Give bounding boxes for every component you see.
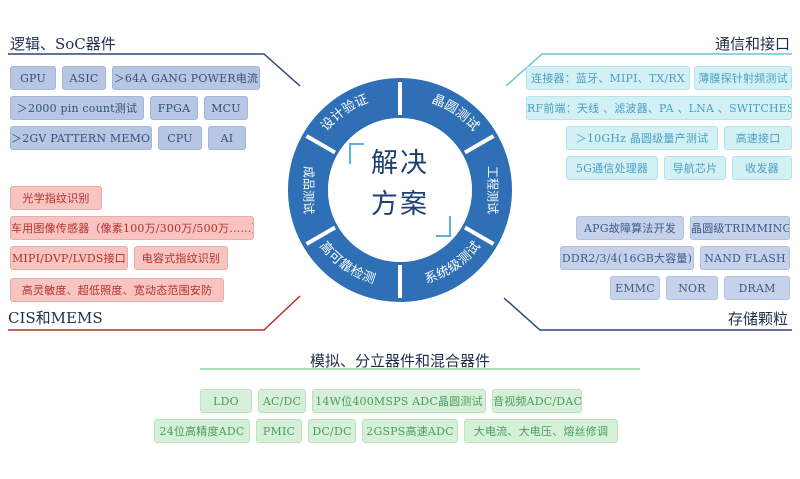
tag-dram: DRAM xyxy=(724,276,790,300)
tag-navigation-chip: 导航芯片 xyxy=(664,156,726,180)
tag-nor: NOR xyxy=(666,276,718,300)
tag-apg-algorithm: APG故障算法开发 xyxy=(576,216,684,240)
tag-asic: ASIC xyxy=(62,66,106,90)
tag-optical-fingerprint: 光学指纹识别 xyxy=(10,186,102,210)
tag-cpu: CPU xyxy=(158,126,202,150)
tag-av-adc-dac: 音视频ADC/DAC xyxy=(492,389,582,413)
tag-pin-count: ＞2000 pin count测试 xyxy=(10,96,144,120)
tag-high-current-fuse: 大电流、大电压、熔丝修调 xyxy=(464,419,618,443)
tag-automotive-sensor: 车用图像传感器（像素100万/300万/500万……） xyxy=(10,216,254,240)
logic-soc-title: 逻辑、SoC器件 xyxy=(10,35,116,53)
tag-nand-flash: NAND FLASH xyxy=(700,246,790,270)
tag-emmc: EMMC xyxy=(610,276,660,300)
solution-ring: 设计验证 晶圆测试 高可靠检测 系统级测试 成品测试 工程测试 解决 方案 xyxy=(288,78,512,302)
comm-interface-title: 通信和接口 xyxy=(714,35,790,53)
tag-security-sensor: 高灵敏度、超低照度、宽动态范围安防 xyxy=(10,278,224,302)
tag-high-speed-interface: 高速接口 xyxy=(724,126,792,150)
cis-connector-line xyxy=(8,295,301,331)
tag-dc-dc: DC/DC xyxy=(308,419,356,443)
tag-2gsps-adc: 2GSPS高速ADC xyxy=(362,419,458,443)
tag-14w-adc-wafer: 14W位400MSPS ADC晶圆测试 xyxy=(312,389,486,413)
logic-connector-line xyxy=(8,53,301,87)
tag-rf-frontend: RF前端：天线 、滤波器、PA 、LNA 、SWITCHES xyxy=(526,96,792,120)
ring-label-final-test: 成品测试 xyxy=(302,166,317,214)
bracket-top-left-icon xyxy=(349,143,364,164)
tag-thin-film-probe: 薄膜探针射频测试 xyxy=(694,66,792,90)
tag-gang-power: ＞64A GANG POWER电流 xyxy=(112,66,260,90)
tag-ac-dc: AC/DC xyxy=(258,389,306,413)
center-disc xyxy=(328,118,472,262)
storage-title: 存储颗粒 xyxy=(727,310,788,328)
tag-connector: 连接器：蓝牙、MIPI、TX/RX xyxy=(526,66,690,90)
tag-fpga: FPGA xyxy=(150,96,198,120)
tag-wafer-trimming: 晶圆级TRIMMING xyxy=(690,216,790,240)
analog-mixed-title: 模拟、分立器件和混合器件 xyxy=(310,352,491,370)
tag-ddr: DDR2/3/4(16GB大容量) xyxy=(560,246,694,270)
tag-gpu: GPU xyxy=(10,66,56,90)
tag-ai: AI xyxy=(208,126,246,150)
cis-mems-title: CIS和MEMS xyxy=(8,309,103,327)
center-title-line2: 方案 xyxy=(371,189,429,220)
tag-5g-processor: 5G通信处理器 xyxy=(566,156,658,180)
tag-transceiver: 收发器 xyxy=(732,156,792,180)
tag-mcu: MCU xyxy=(204,96,248,120)
tag-mipi-dvp-lvds: MIPI/DVP/LVDS接口 xyxy=(10,246,128,270)
tag-capacitive-fingerprint: 电容式指纹识别 xyxy=(134,246,228,270)
bracket-bottom-right-icon xyxy=(436,216,451,237)
tag-10ghz-wafer: ＞10GHz 晶圆级量产测试 xyxy=(566,126,718,150)
tag-24bit-adc: 24位高精度ADC xyxy=(154,419,250,443)
ring-label-engineering-test: 工程测试 xyxy=(486,166,501,214)
tag-pmic: PMIC xyxy=(256,419,302,443)
storage-connector-line xyxy=(503,297,792,331)
comm-connector-line xyxy=(505,53,792,87)
tag-ldo: LDO xyxy=(200,389,252,413)
center-title-line1: 解决 xyxy=(371,148,429,179)
tag-pattern-memory: ＞2GV PATTERN MEMORY xyxy=(10,126,152,150)
